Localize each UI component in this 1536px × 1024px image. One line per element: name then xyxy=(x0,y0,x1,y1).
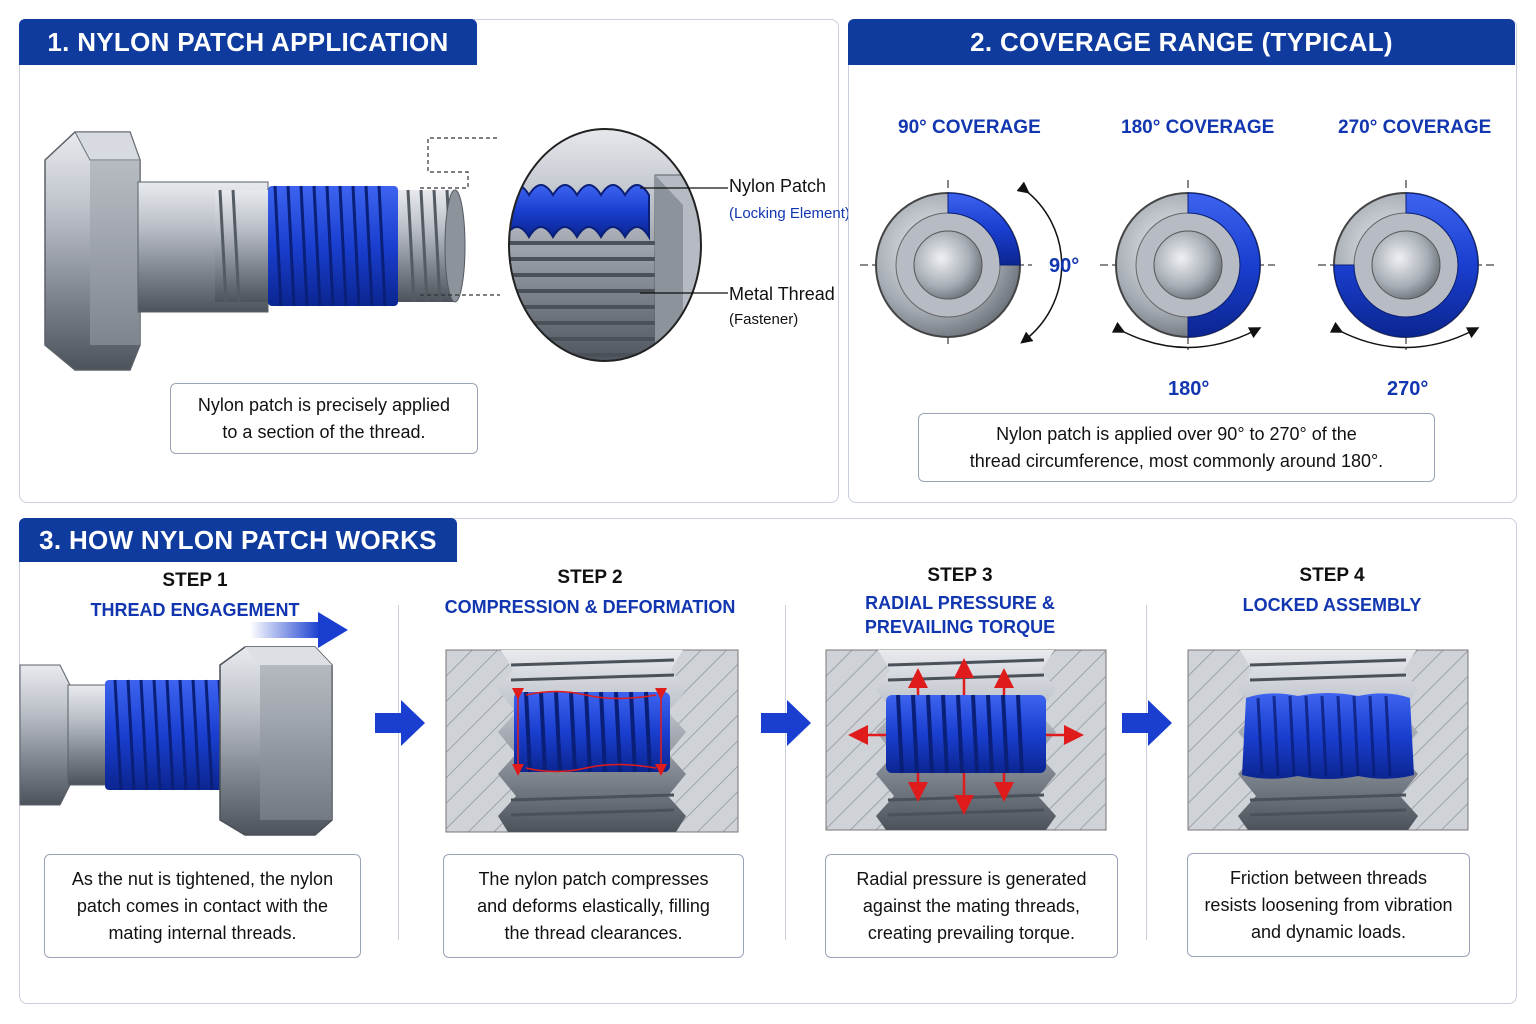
step-4-illustration xyxy=(1187,649,1469,831)
angle-label-270: 270° xyxy=(1387,378,1429,400)
step-2-illustration xyxy=(445,649,739,833)
label-metal-thread: Metal Thread xyxy=(729,284,835,304)
step-3-illustration xyxy=(825,649,1107,831)
panel2-title: 2. COVERAGE RANGE (TYPICAL) xyxy=(848,19,1515,65)
coverage-heading-270: 270° COVERAGE xyxy=(1338,117,1492,138)
angle-label-180: 180° xyxy=(1168,378,1210,400)
angle-label-90: 90° xyxy=(1049,255,1080,277)
step-arrow-icon xyxy=(1122,700,1172,746)
step-4-heading: STEP 4 LOCKED ASSEMBLY xyxy=(1242,565,1422,615)
panel3-title: 3. HOW NYLON PATCH WORKS xyxy=(19,518,457,562)
direction-arrow-icon xyxy=(250,612,348,648)
step-1-illustration xyxy=(19,646,333,836)
step-divider xyxy=(785,605,786,940)
step-arrow-icon xyxy=(761,700,811,746)
coverage-diagram-270 xyxy=(1318,180,1496,350)
panel1-title: 1. NYLON PATCH APPLICATION xyxy=(19,19,477,65)
coverage-heading-90: 90° COVERAGE xyxy=(898,117,1041,138)
label-fastener: (Fastener) xyxy=(729,311,799,328)
coverage-diagram-180 xyxy=(1100,180,1275,350)
coverage-heading-180: 180° COVERAGE xyxy=(1121,117,1275,138)
step-2-heading: STEP 2 COMPRESSION & DEFORMATION xyxy=(444,567,736,617)
step-divider xyxy=(398,605,399,940)
step-arrow-icon xyxy=(375,700,425,746)
step-1-heading: STEP 1 THREAD ENGAGEMENT xyxy=(90,570,300,620)
callout-lines xyxy=(640,187,728,294)
label-nylon-patch: Nylon Patch xyxy=(729,176,827,196)
thread-magnifier xyxy=(508,128,702,362)
step-divider xyxy=(1146,605,1147,940)
step-3-heading: STEP 3 RADIAL PRESSURE &PREVAILING TORQU… xyxy=(864,565,1056,637)
label-locking-element: (Locking Element) xyxy=(729,205,850,222)
panel2-caption: Nylon patch is applied over 90° to 270° … xyxy=(918,413,1435,482)
coverage-diagram-90 xyxy=(860,180,1063,345)
bolt-illustration xyxy=(44,131,500,371)
